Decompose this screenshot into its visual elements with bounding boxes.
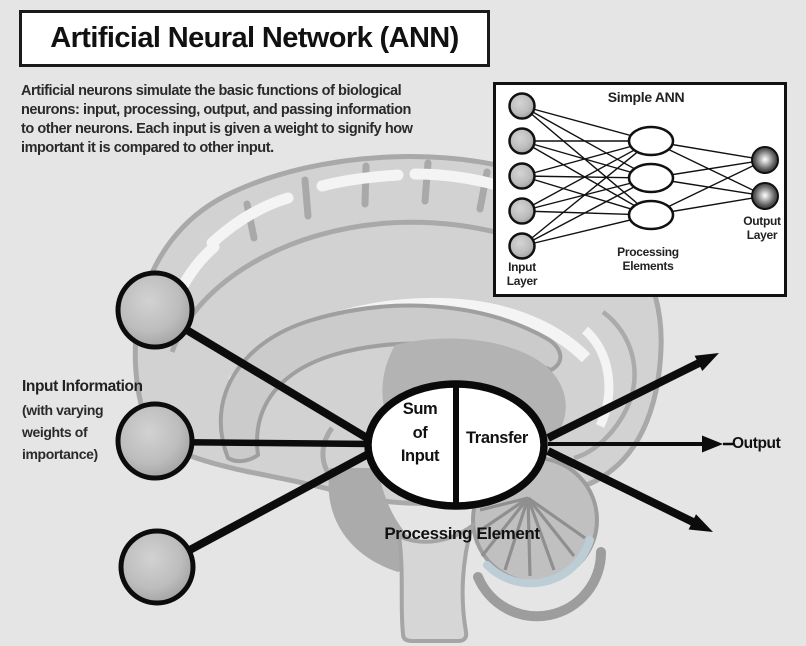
inset-input-node xyxy=(508,162,536,190)
inset-processing-node xyxy=(627,199,675,231)
output-arrowhead-mid xyxy=(702,435,723,453)
input-information-label: Input Information (with varying weights … xyxy=(22,378,143,465)
simple-ann-inset: Simple ANN Input Layer Processing Elemen… xyxy=(493,82,787,297)
inset-network-svg xyxy=(508,92,779,260)
inset-output-node xyxy=(751,182,779,210)
inset-link-input-processing xyxy=(521,140,652,247)
intro-line: to other neurons. Each input is given a … xyxy=(21,121,413,137)
inset-title: Simple ANN xyxy=(607,89,685,105)
cerebellum-branches xyxy=(477,496,586,577)
inset-link-input-processing xyxy=(521,140,652,179)
brain-occipital-highlight xyxy=(581,326,614,428)
output-arrowhead-up xyxy=(694,353,719,371)
intro-line: important it is compared to other input. xyxy=(21,140,274,156)
inset-input-layer-label: Input Layer xyxy=(506,260,538,288)
inset-input-node xyxy=(508,197,536,225)
page-title: Artificial Neural Network (ANN) xyxy=(50,22,459,54)
inset-link-input-processing xyxy=(521,140,652,216)
inset-processing-node xyxy=(627,162,675,194)
inset-nodes xyxy=(508,92,779,260)
cerebellum-shadow xyxy=(473,547,607,622)
input-information-subline: weights of xyxy=(22,424,88,440)
sum-of-input-label: Sum of Input xyxy=(400,400,440,465)
inset-output-node xyxy=(751,146,779,174)
inset-output-layer-label: Output Layer xyxy=(743,214,781,242)
inset-processing-label: Processing Elements xyxy=(617,245,679,273)
output-arrowhead-down xyxy=(688,514,713,532)
brain-stem xyxy=(396,521,476,643)
transfer-label: Transfer xyxy=(466,429,528,447)
inset-link-input-processing xyxy=(521,105,652,216)
input-node-3 xyxy=(118,528,196,606)
output-label: Output xyxy=(732,435,781,452)
inset-link-input-processing xyxy=(521,140,652,212)
intro-line: neurons: input, processing, output, and … xyxy=(21,102,411,118)
input-node-2 xyxy=(115,401,195,481)
intro-line: Artificial neurons simulate the basic fu… xyxy=(21,83,402,99)
output-arrow-down xyxy=(546,447,697,527)
inset-link-input-processing xyxy=(521,177,652,247)
inset-input-node xyxy=(508,232,536,260)
inset-input-node xyxy=(508,127,536,155)
inset-processing-node xyxy=(627,125,675,157)
inset-input-node xyxy=(508,92,536,120)
input-nodes xyxy=(115,270,196,606)
input-information-subline: importance) xyxy=(22,446,98,462)
input-node-1 xyxy=(115,270,195,350)
title-box: Artificial Neural Network (ANN) xyxy=(19,10,490,67)
inset-link-input-processing xyxy=(521,175,652,216)
input-information-subline: (with varying xyxy=(22,402,104,418)
input-information-heading: Input Information xyxy=(22,378,143,395)
input-line-3 xyxy=(158,448,374,570)
inset-link-processing-output xyxy=(650,159,766,216)
output-arrows xyxy=(546,353,733,532)
output-arrow-up xyxy=(546,358,703,442)
processing-element-caption: Processing Element xyxy=(384,524,540,543)
inset-link-input-processing xyxy=(521,105,652,179)
intro-paragraph: Artificial neurons simulate the basic fu… xyxy=(21,82,491,158)
cerebellum-accent-band xyxy=(483,536,594,588)
input-line-1 xyxy=(152,307,375,445)
brain-occipital-fold xyxy=(573,310,637,461)
processing-element xyxy=(364,380,548,510)
